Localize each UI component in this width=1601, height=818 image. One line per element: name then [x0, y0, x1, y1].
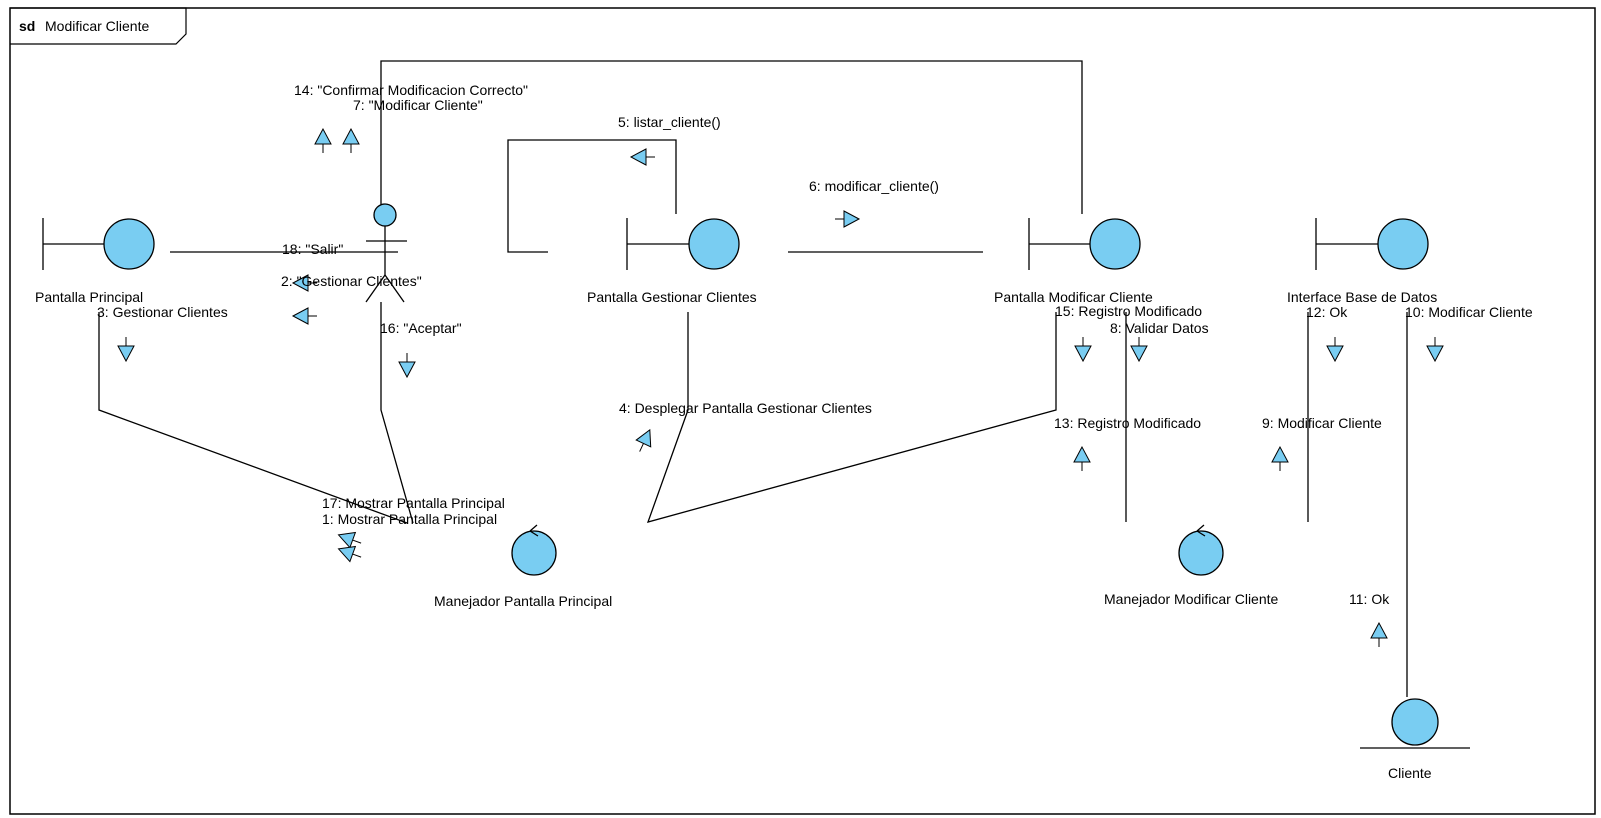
link-principal-manejador	[98, 312, 408, 524]
message-label: 9: Modificar Cliente	[1262, 415, 1382, 431]
link-gestionar-self	[507, 139, 677, 253]
object-label: Interface Base de Datos	[1287, 289, 1437, 305]
object-label: Pantalla Gestionar Clientes	[587, 289, 757, 305]
message-arrows	[117, 128, 1444, 648]
arrow-up-icon	[1370, 622, 1388, 648]
object-label: Manejador Modificar Cliente	[1104, 591, 1279, 607]
boundary-pantalla-modificar[interactable]: Pantalla Modificar Cliente	[994, 218, 1153, 305]
message-label: 10: Modificar Cliente	[1405, 304, 1533, 320]
entity-cliente[interactable]: Cliente	[1360, 698, 1470, 781]
message-label: 16: "Aceptar"	[380, 320, 462, 336]
control-icon	[1178, 530, 1224, 576]
object-label: Cliente	[1388, 765, 1432, 781]
frame-tab	[10, 7, 187, 45]
object-label: Pantalla Modificar Cliente	[994, 289, 1153, 305]
frame: sd Modificar Cliente	[9, 7, 1596, 815]
message-label: 6: modificar_cliente()	[809, 178, 939, 194]
entity-icon	[1391, 698, 1439, 746]
actor-icon	[373, 203, 397, 227]
object-label: Pantalla Principal	[35, 289, 143, 305]
boundary-pantalla-gestionar[interactable]: Pantalla Gestionar Clientes	[587, 218, 757, 305]
message-label: 17: Mostrar Pantalla Principal	[322, 495, 505, 511]
boundary-pantalla-principal[interactable]: Pantalla Principal	[35, 218, 155, 305]
frame-name: Modificar Cliente	[45, 18, 149, 34]
arrow-up-icon	[1073, 446, 1091, 472]
arrow-down-icon	[1074, 336, 1092, 362]
control-icon	[511, 530, 557, 576]
control-manejador-modificar[interactable]: Manejador Modificar Cliente	[1104, 524, 1279, 607]
message-label: 8: Validar Datos	[1110, 320, 1209, 336]
link-actor-modificar	[380, 60, 1083, 214]
message-label: 3: Gestionar Clientes	[97, 304, 228, 320]
message-label: 4: Desplegar Pantalla Gestionar Clientes	[619, 400, 872, 416]
arrow-left-icon	[630, 148, 656, 166]
actor-cliente[interactable]	[365, 203, 407, 303]
arrow-up-icon	[314, 128, 332, 154]
arrow-down-icon	[1130, 336, 1148, 362]
boundary-interface-bd[interactable]: Interface Base de Datos	[1287, 218, 1437, 305]
arrow-up-icon	[631, 425, 658, 456]
boundary-icon	[103, 218, 155, 270]
frame-keyword: sd	[19, 18, 35, 34]
control-manejador-principal[interactable]: Manejador Pantalla Principal	[434, 524, 612, 609]
arrow-down-icon	[398, 352, 416, 378]
boundary-icon	[1089, 218, 1141, 270]
message-label: 7: "Modificar Cliente"	[353, 97, 483, 113]
message-label: 2: "Gestionar Clientes"	[281, 273, 422, 289]
arrow-up-icon	[342, 128, 360, 154]
arrow-down-icon	[1426, 336, 1444, 362]
links	[98, 60, 1408, 697]
message-label: 13: Registro Modificado	[1054, 415, 1201, 431]
frame-border	[9, 7, 1596, 815]
arrow-right-icon	[834, 210, 860, 228]
message-label: 5: listar_cliente()	[618, 114, 721, 130]
message-label: 18: "Salir"	[282, 241, 343, 257]
message-label: 1: Mostrar Pantalla Principal	[322, 511, 497, 527]
arrow-left-icon	[292, 307, 318, 325]
arrow-down-icon	[117, 336, 135, 362]
arrow-down-icon	[1326, 336, 1344, 362]
message-label: 15: Registro Modificado	[1055, 303, 1202, 319]
boundary-icon	[1377, 218, 1429, 270]
message-labels: 14: "Confirmar Modificacion Correcto" 7:…	[97, 82, 1533, 607]
link-actor-manejador	[380, 302, 414, 524]
object-label: Manejador Pantalla Principal	[434, 593, 612, 609]
link-manejador-gestionar-modificar	[646, 312, 1057, 523]
arrow-up-icon	[1271, 446, 1289, 472]
message-label: 11: Ok	[1349, 591, 1390, 607]
message-label: 12: Ok	[1306, 304, 1348, 320]
boundary-icon	[688, 218, 740, 270]
message-label: 14: "Confirmar Modificacion Correcto"	[294, 82, 528, 98]
